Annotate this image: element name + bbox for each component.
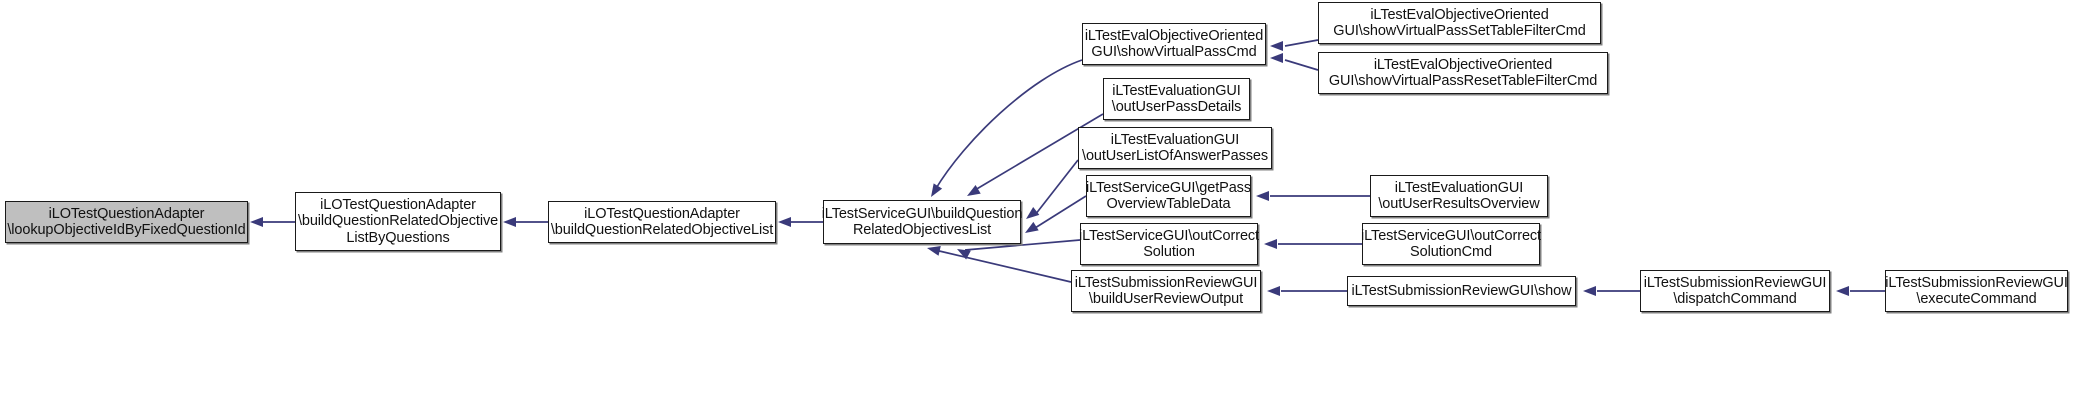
- graph-node-iltestevaluationgui-outuserlistofanswerpasses[interactable]: iLTestEvaluationGUI \outUserListOfAnswer…: [1078, 127, 1272, 169]
- graph-node-iltestevaluationgui-outuserpassdetails[interactable]: iLTestEvaluationGUI \outUserPassDetails: [1103, 78, 1250, 120]
- graph-node-label: iLTestSubmissionReviewGUI \dispatchComma…: [1643, 274, 1827, 307]
- graph-edge-n6-to-n4: [1284, 59, 1319, 71]
- graph-node-iltestsubmissionreviewgui-executecommand[interactable]: iLTestSubmissionReviewGUI \executeComman…: [1885, 270, 2068, 312]
- graph-node-label: iLTestEvaluationGUI \outUserResultsOverv…: [1378, 179, 1540, 212]
- graph-node-label: iLOTestQuestionAdapter \lookupObjectiveI…: [7, 205, 246, 238]
- graph-node-ilotestquestionadapter-buildquestionrelatedobjectivelist[interactable]: iLOTestQuestionAdapter \buildQuestionRel…: [548, 201, 776, 243]
- graph-arrowhead-n13-to-n3: [927, 246, 941, 256]
- graph-node-iltestsubmissionreviewgui-dispatchcommand[interactable]: iLTestSubmissionReviewGUI \dispatchComma…: [1640, 270, 1830, 312]
- graph-node-iltestevaluationgui-outuserresultsoverview[interactable]: iLTestEvaluationGUI \outUserResultsOverv…: [1370, 175, 1548, 217]
- graph-arrowhead-n2-to-n1: [503, 217, 516, 227]
- graph-edge-n13-to-n3: [934, 249, 1072, 283]
- graph-arrowhead-n4-to-n3: [931, 183, 943, 197]
- graph-node-iltestevalobjectiveoriented-gui-showvirtualpasscmd[interactable]: iLTestEvalObjectiveOriented GUI\showVirt…: [1082, 23, 1266, 65]
- graph-node-label: iLTestServiceGUI\outCorrect Solution: [1079, 227, 1259, 260]
- graph-node-iltestservicegui-outcorrect-solutioncmd[interactable]: iLTestServiceGUI\outCorrect SolutionCmd: [1361, 223, 1541, 265]
- graph-edge-n4-to-n3: [934, 59, 1083, 191]
- graph-edge-n9-to-n3: [1034, 195, 1087, 229]
- graph-node-label: iLOTestQuestionAdapter \buildQuestionRel…: [297, 197, 499, 246]
- graph-node-label: iLOTestQuestionAdapter \buildQuestionRel…: [550, 205, 774, 238]
- graph-node-iltestservicegui-buildquestion-relatedobjectiveslist[interactable]: iLTestServiceGUI\buildQuestion RelatedOb…: [822, 200, 1022, 244]
- graph-arrowhead-n11-to-n3: [957, 249, 971, 260]
- graph-node-label: iLTestSubmissionReviewGUI\show: [1351, 282, 1572, 299]
- graph-node-label: iLTestServiceGUI\outCorrect SolutionCmd: [1361, 227, 1541, 260]
- graph-node-iltestevalobjectiveoriented-gui-showvirtualpasssettablefilte[interactable]: iLTestEvalObjectiveOriented GUI\showVirt…: [1318, 2, 1601, 44]
- graph-arrowhead-n12-to-n11: [1264, 239, 1277, 249]
- graph-node-iltestsubmissionreviewgui-builduserreviewoutput[interactable]: iLTestSubmissionReviewGUI \buildUserRevi…: [1071, 270, 1261, 312]
- graph-node-label: iLTestEvalObjectiveOriented GUI\showVirt…: [1333, 6, 1586, 39]
- graph-node-label: iLTestServiceGUI\getPass OverviewTableDa…: [1086, 179, 1251, 212]
- graph-node-iltestevalobjectiveoriented-gui-showvirtualpassresettablefil[interactable]: iLTestEvalObjectiveOriented GUI\showVirt…: [1318, 52, 1608, 94]
- graph-edge-n5-to-n4: [1284, 39, 1319, 47]
- graph-node-label: iLTestSubmissionReviewGUI \buildUserRevi…: [1074, 274, 1258, 307]
- graph-node-label: iLTestEvalObjectiveOriented GUI\showVirt…: [1328, 56, 1598, 89]
- graph-node-iltestservicegui-getpass-overviewtabledata[interactable]: iLTestServiceGUI\getPass OverviewTableDa…: [1086, 175, 1251, 217]
- graph-arrowhead-n15-to-n14: [1583, 286, 1596, 296]
- graph-node-label: iLTestServiceGUI\buildQuestion RelatedOb…: [821, 205, 1023, 238]
- graph-node-ilotestquestionadapter-buildquestionrelatedobjective-listbyq[interactable]: iLOTestQuestionAdapter \buildQuestionRel…: [295, 192, 501, 251]
- graph-node-label: iLTestEvaluationGUI \outUserPassDetails: [1111, 82, 1242, 115]
- graph-arrowhead-n5-to-n4: [1270, 41, 1283, 51]
- graph-node-label: iLTestEvalObjectiveOriented GUI\showVirt…: [1084, 27, 1264, 60]
- graph-arrowhead-n6-to-n4: [1270, 53, 1283, 63]
- graph-edge-n8-to-n3: [1034, 159, 1079, 216]
- graph-arrowhead-n16-to-n15: [1836, 286, 1849, 296]
- graph-node-ilotestquestionadapter-lookupobjectiveidbyfixedquestionid[interactable]: iLOTestQuestionAdapter \lookupObjectiveI…: [5, 201, 248, 243]
- graph-arrowhead-n1-to-n0: [250, 217, 263, 227]
- graph-node-iltestservicegui-outcorrect-solution[interactable]: iLTestServiceGUI\outCorrect Solution: [1079, 223, 1259, 265]
- graph-arrowhead-n14-to-n13: [1267, 286, 1280, 296]
- graph-node-iltestsubmissionreviewgui-show[interactable]: iLTestSubmissionReviewGUI\show: [1347, 276, 1576, 306]
- graph-arrowhead-n7-to-n3: [967, 185, 981, 196]
- graph-node-label: iLTestSubmissionReviewGUI \executeComman…: [1885, 274, 2068, 307]
- graph-arrowhead-n10-to-n9: [1256, 191, 1269, 201]
- graph-arrowhead-n3-to-n2: [778, 217, 791, 227]
- graph-node-label: iLTestEvaluationGUI \outUserListOfAnswer…: [1082, 131, 1268, 164]
